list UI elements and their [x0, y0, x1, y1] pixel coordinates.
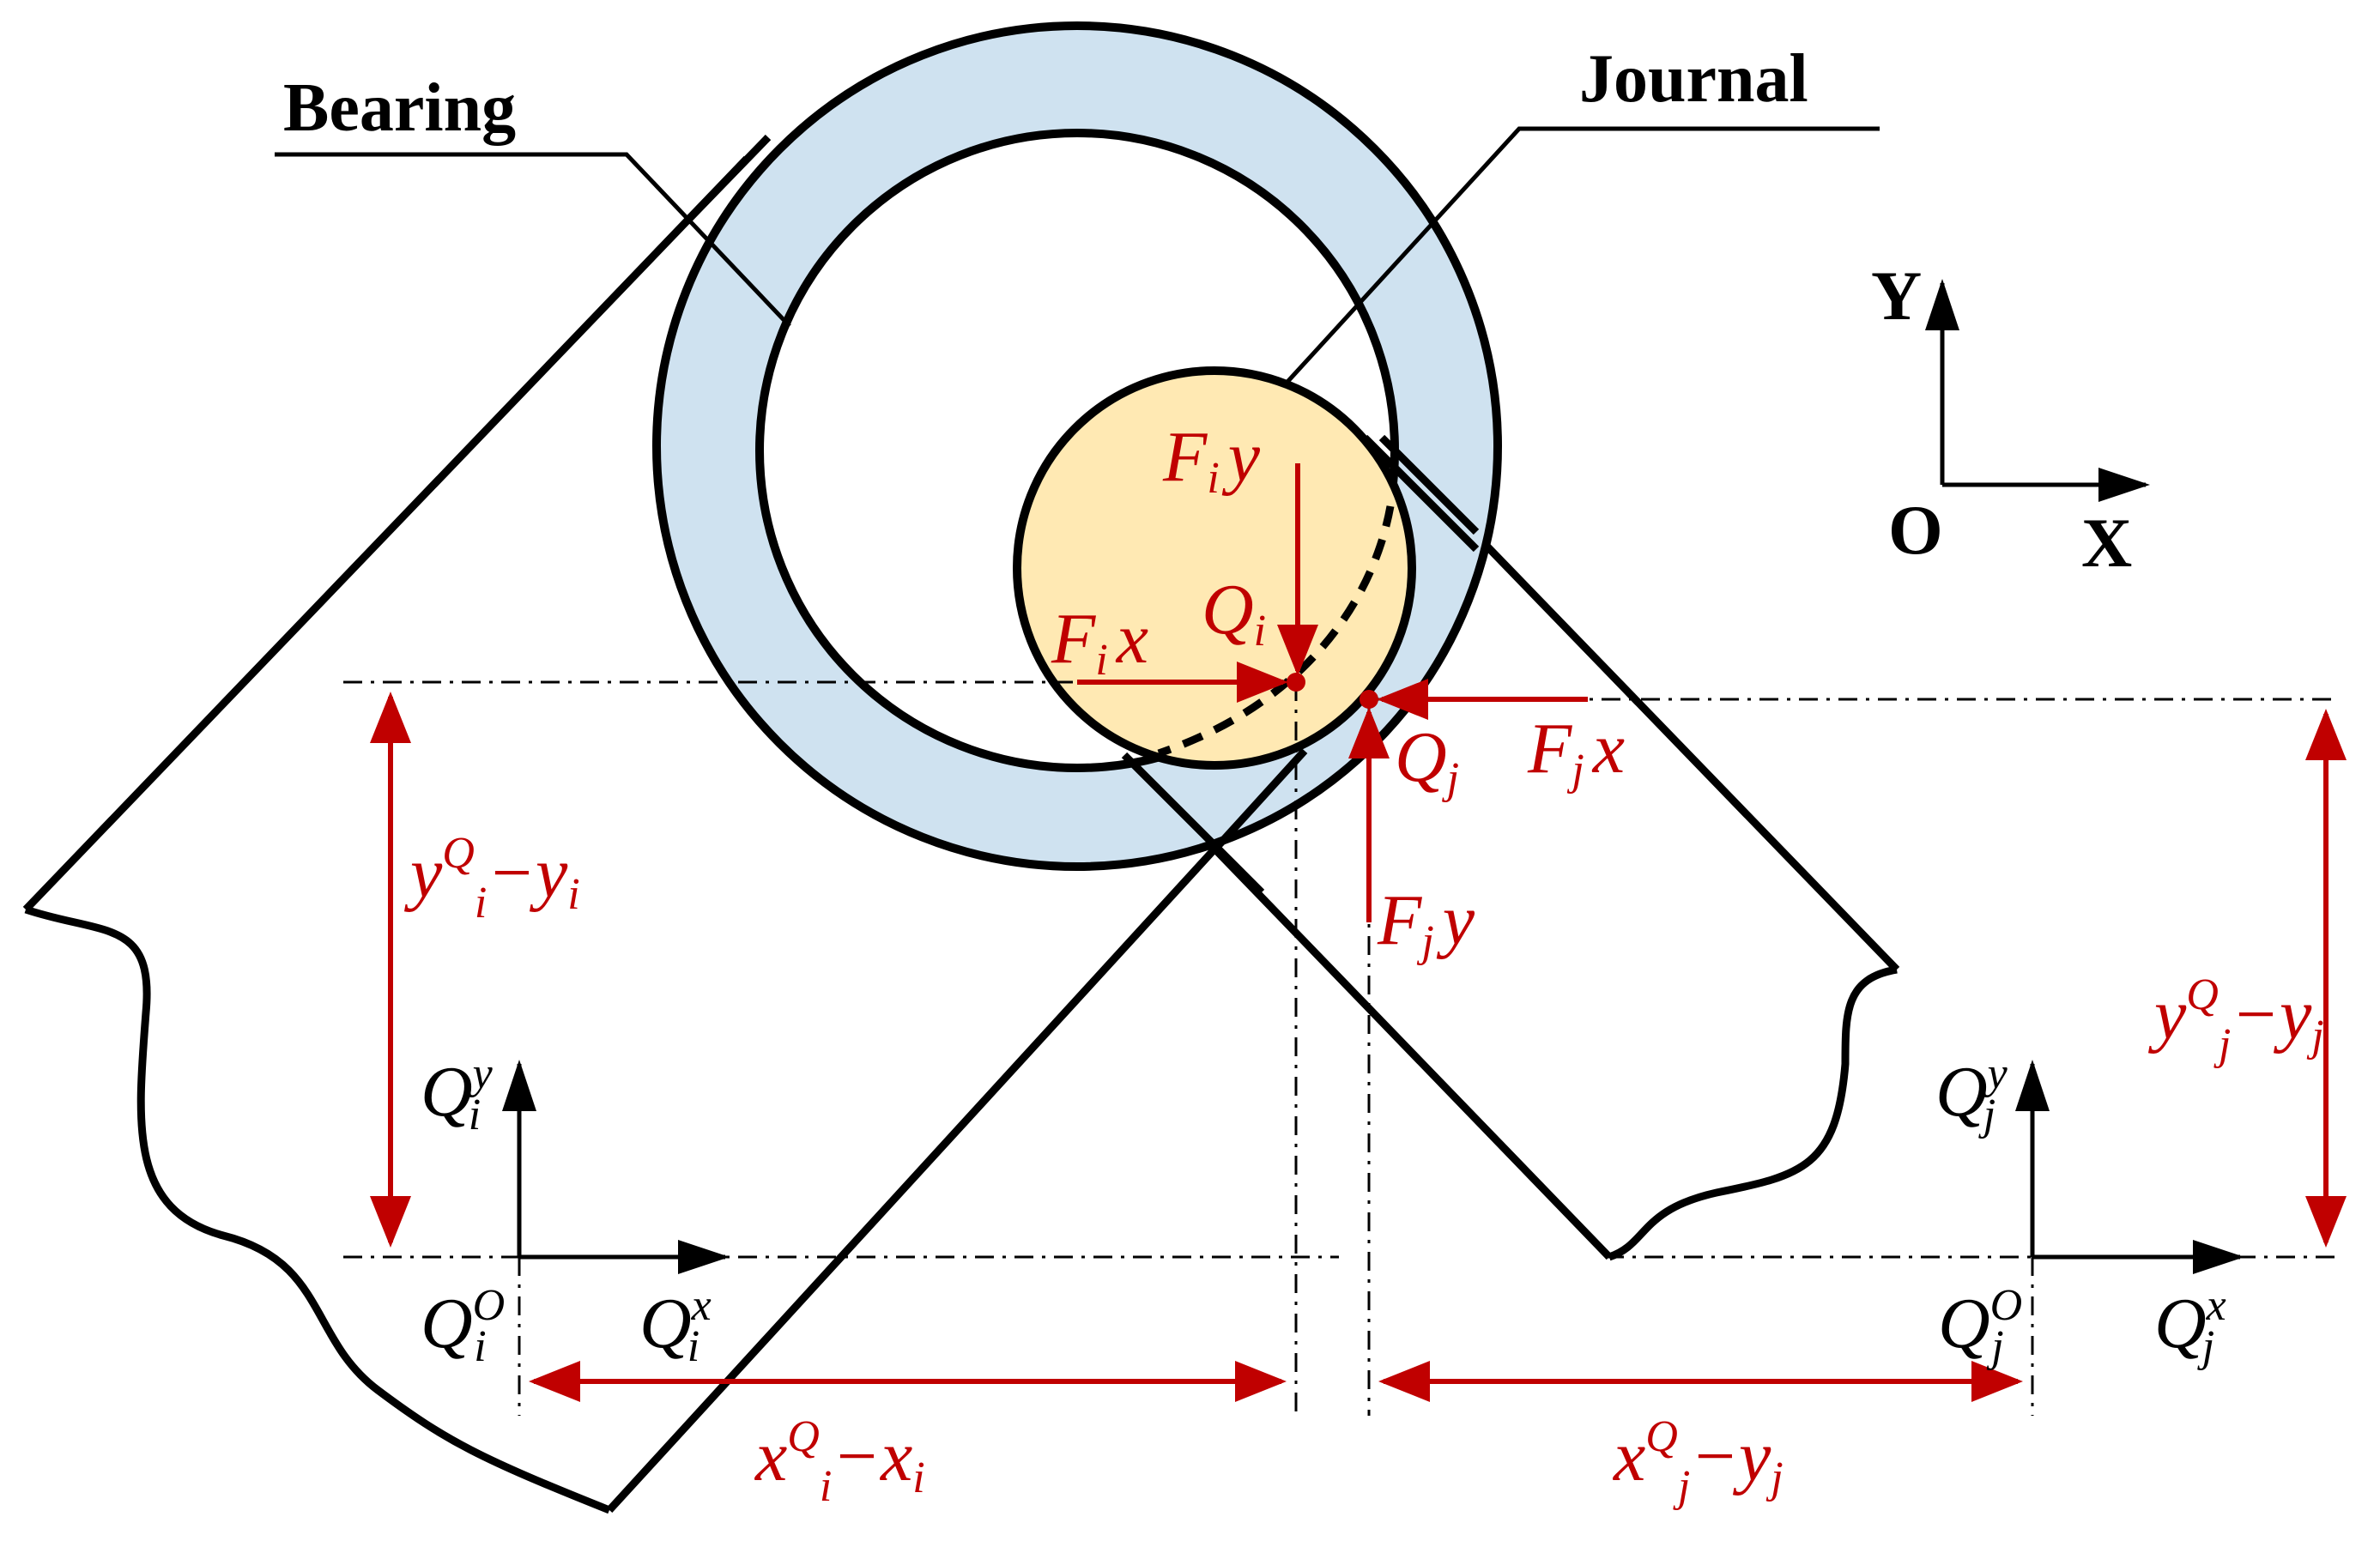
- left-link-edge-top: [683, 134, 772, 225]
- dim-xj-label: xQj−yj: [1612, 1412, 1783, 1511]
- bearing-label: Bearing: [283, 70, 516, 146]
- journal-leader: [1286, 126, 1880, 384]
- left-link-edge-bottom: [1215, 747, 1308, 849]
- contact-point-qj: [1360, 690, 1378, 709]
- dim-yj-label: yQj−yj: [2147, 970, 2324, 1069]
- dim-yi-label: yQi−yi: [403, 829, 580, 928]
- force-arrows: [1077, 463, 1588, 922]
- contact-path-dashed: [1157, 505, 1395, 758]
- dimension-arrows: [370, 692, 2347, 1402]
- journal: [1013, 366, 1416, 770]
- global-y-label: Y: [1871, 257, 1922, 335]
- global-x-label: X: [2081, 504, 2132, 582]
- contact-point-qi: [1287, 673, 1305, 692]
- right-link-edge-outer: [1378, 434, 1480, 535]
- bearing-leader: [275, 152, 791, 328]
- global-o-label: O: [1888, 491, 1943, 569]
- link-edge-over-journal: [1361, 434, 1480, 553]
- journal-label: Journal: [1579, 41, 1808, 117]
- qi-label: Qi: [1202, 570, 1266, 656]
- qj-label: Qj: [1395, 717, 1459, 803]
- right-link-edge-inner: [1121, 752, 1265, 896]
- dim-xi-label: xQi−xi: [754, 1412, 925, 1511]
